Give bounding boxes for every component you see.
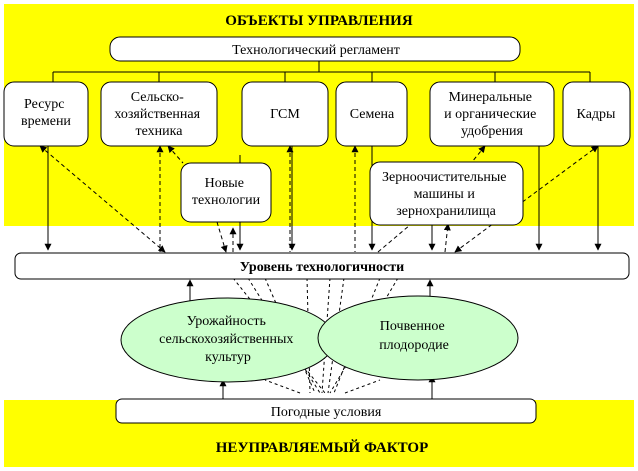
object-label-gsm: ГСМ	[270, 107, 300, 122]
sub-label-zernoochist: Зерноочистительные машины и зернохранили…	[382, 170, 510, 219]
bottom-band-title: НЕУПРАВЛЯЕМЫЙ ФАКТОР	[216, 439, 428, 456]
object-label-tekhnika: Сельско- хозяйственная техника	[114, 90, 203, 139]
object-label-udobreniya: Минеральные и органические удобрения	[444, 90, 540, 139]
object-box-semena	[335, 81, 408, 147]
level-bar	[14, 252, 630, 280]
dashed-arrows-top	[39, 145, 599, 253]
reglament-box	[109, 36, 521, 62]
sub-box-tekhnologii	[180, 162, 272, 223]
weather-bar	[115, 398, 537, 424]
object-box-gsm	[241, 81, 329, 147]
object-box-tekhnika	[100, 81, 218, 147]
sub-box-zernoochist	[369, 161, 524, 226]
object-label-resurs: Ресурс времени	[21, 97, 71, 129]
weather-label: Погодные условия	[271, 405, 382, 420]
object-label-semena: Семена	[350, 107, 395, 122]
object-box-udobreniya	[429, 81, 555, 147]
object-box-resurs	[3, 81, 89, 147]
ellipse-label-urozhai: Урожайность сельскохозяйственных культур	[159, 314, 297, 365]
object-box-kadry	[562, 81, 631, 147]
reglament-connectors	[52, 61, 591, 82]
top-band-title: ОБЪЕКТЫ УПРАВЛЕНИЯ	[225, 13, 413, 29]
level-label: Уровень технологичности	[240, 260, 404, 275]
object-label-kadry: Кадры	[577, 107, 616, 122]
reglament-label: Технологический регламент	[232, 43, 400, 58]
sub-label-tekhnologii: Новые технологии	[192, 176, 261, 208]
ellipse-label-plodorodie: Почвенное плодородие	[379, 319, 449, 353]
ellipse-plodorodie	[317, 295, 519, 381]
